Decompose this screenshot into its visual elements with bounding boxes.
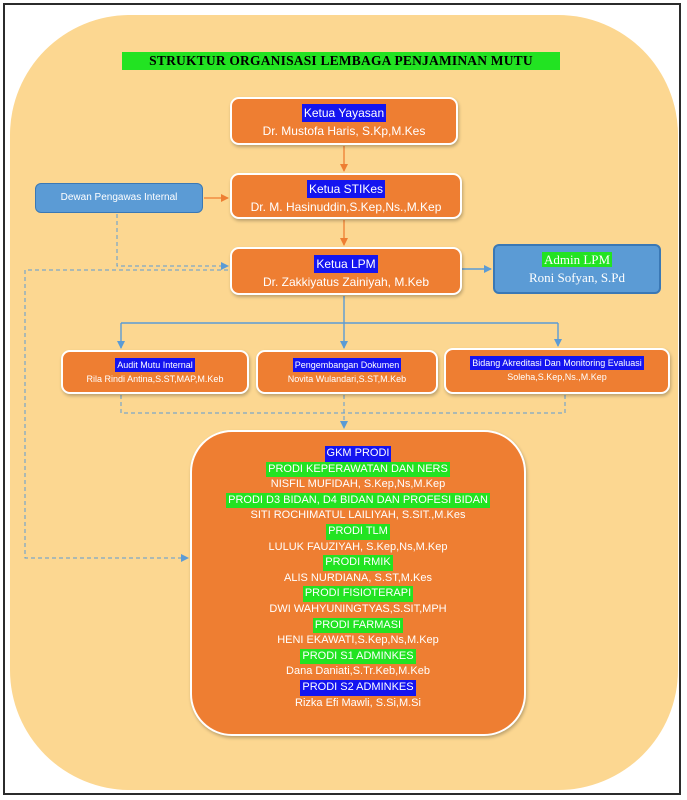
prodi-name: PRODI TLM xyxy=(326,523,390,540)
prodi-name: PRODI KEPERAWATAN DAN NERS xyxy=(266,461,450,478)
node-gkm-prodi: GKM PRODI PRODI KEPERAWATAN DAN NERS NIS… xyxy=(190,430,526,736)
node-person: Rila Rindi Antina,S.ST,MAP,M.Keb xyxy=(86,374,224,384)
prodi-person: DWI WAHYUNINGTYAS,S.SIT,MPH xyxy=(269,602,447,615)
prodi-name: PRODI S2 ADMINKES xyxy=(300,679,416,696)
node-person: Novita Wulandari,S.ST,M.Keb xyxy=(287,374,407,384)
node-role: Pengembangan Dokumen xyxy=(292,358,402,372)
node-person: Dr. Zakkiyatus Zainiyah, M.Keb xyxy=(262,275,430,289)
prodi-person: HENI EKAWATI,S.Kep,Ns,M.Kep xyxy=(277,634,439,647)
diagram-title: STRUKTUR ORGANISASI LEMBAGA PENJAMINAN M… xyxy=(122,52,560,70)
node-ketua-lpm: Ketua LPM Dr. Zakkiyatus Zainiyah, M.Keb xyxy=(230,247,462,295)
node-role: Ketua STIKes xyxy=(306,180,386,198)
dashed-akred-to-gkm xyxy=(344,395,566,414)
prodi-person: ALIS NURDIANA, S.ST,M.Kes xyxy=(284,571,432,584)
node-role: Bidang Akreditasi Dan Monitoring Evaluas… xyxy=(470,356,644,370)
node-person: Roni Sofyan, S.Pd xyxy=(528,270,626,285)
dashed-lpm-to-gkm xyxy=(24,269,228,562)
prodi-person: Dana Daniati,S.Tr.Keb,M.Keb xyxy=(286,665,430,678)
prodi-name: PRODI D3 BIDAN, D4 BIDAN DAN PROFESI BID… xyxy=(226,492,490,509)
prodi-person: NISFIL MUFIDAH, S.Kep,Ns,M.Kep xyxy=(270,478,446,491)
node-role: Admin LPM xyxy=(541,252,613,267)
node-person: Dr. M. Hasinuddin,S.Kep,Ns.,M.Kep xyxy=(250,200,442,214)
node-akreditasi-monev: Bidang Akreditasi Dan Monitoring Evaluas… xyxy=(444,348,670,394)
node-pengembangan-dokumen: Pengembangan Dokumen Novita Wulandari,S.… xyxy=(256,350,438,394)
prodi-name: PRODI S1 ADMINKES xyxy=(300,648,416,665)
prodi-person: LULUK FAUZIYAH, S.Kep,Ns,M.Kep xyxy=(268,540,448,553)
prodi-name: PRODI RMIK xyxy=(323,555,393,571)
node-person: Dr. Mustofa Haris, S.Kp,M.Kes xyxy=(262,124,426,138)
node-role: Ketua Yayasan xyxy=(301,104,387,122)
node-role: Ketua LPM xyxy=(314,255,378,273)
node-person: Soleha,S.Kep,Ns.,M.Kep xyxy=(507,372,607,382)
prodi-person: Rizka Efi Mawli, S.Si,M.Si xyxy=(295,696,421,709)
dashed-dewan-to-lpm xyxy=(116,214,229,270)
node-role: Audit Mutu Internal xyxy=(115,358,195,372)
node-admin-lpm: Admin LPM Roni Sofyan, S.Pd xyxy=(493,244,661,294)
node-ketua-yayasan: Ketua Yayasan Dr. Mustofa Haris, S.Kp,M.… xyxy=(230,97,458,145)
node-dewan-pengawas: Dewan Pengawas Internal xyxy=(35,183,203,213)
prodi-name: PRODI FISIOTERAPI xyxy=(302,586,414,602)
gkm-heading: GKM PRODI xyxy=(324,446,392,462)
node-audit-mutu: Audit Mutu Internal Rila Rindi Antina,S.… xyxy=(61,350,249,394)
dashed-audit-to-gkm xyxy=(120,395,344,414)
prodi-name: PRODI FARMASI xyxy=(312,617,404,634)
prodi-person: SITI ROCHIMATUL LAILIYAH, S.SIT.,M.Kes xyxy=(250,509,466,522)
node-ketua-stikes: Ketua STIKes Dr. M. Hasinuddin,S.Kep,Ns.… xyxy=(230,173,462,219)
